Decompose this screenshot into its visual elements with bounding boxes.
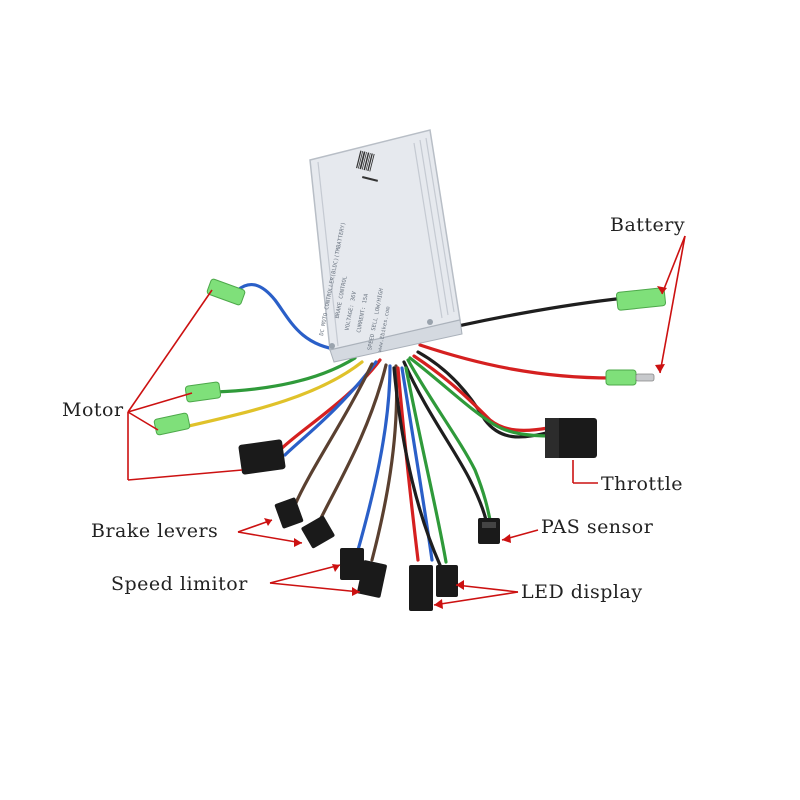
label-speed-limitor: Speed limitor <box>111 573 248 595</box>
motor-connector-blue <box>206 278 246 306</box>
pas-black-wire <box>402 360 488 522</box>
led-display-connector-2 <box>436 565 458 597</box>
pas-green-wire <box>406 358 492 522</box>
throttle-connector <box>545 418 597 458</box>
label-pas-sensor: PAS sensor <box>541 516 654 538</box>
motor-yellow-wire <box>178 360 364 430</box>
battery-connector-black <box>615 287 667 311</box>
annotation-arrowheads <box>264 286 667 609</box>
speed-blue-wire <box>356 364 392 552</box>
speed-limitor-connector-1 <box>340 548 364 580</box>
pas-sensor-connector <box>478 518 500 544</box>
brake-lever-connector-2 <box>274 497 304 529</box>
battery-red-wire <box>418 343 614 380</box>
brake-lever-connector-3 <box>301 515 335 549</box>
motor-blue-wire <box>236 282 342 352</box>
battery-connector-red <box>605 369 655 386</box>
annotation-lines <box>127 235 686 606</box>
label-throttle: Throttle <box>601 473 684 495</box>
label-led-display: LED display <box>521 581 643 603</box>
led-black-wire <box>392 366 442 567</box>
speed-limitor-connector-2 <box>357 560 387 598</box>
led-display-connector-1 <box>409 565 433 611</box>
motor-connector-green <box>184 381 222 403</box>
brake-brown-wire <box>293 362 374 507</box>
motor-connector-yellow <box>153 412 191 436</box>
label-brake-levers: Brake levers <box>91 520 219 542</box>
motor-green-wire <box>213 356 357 394</box>
controller-box: DC MOTO CONTROLLER(BLDC)(TMBATTERY) BRAK… <box>309 129 463 363</box>
label-battery: Battery <box>610 214 686 236</box>
led-green-wire <box>404 366 448 564</box>
brake-lever-connector-1 <box>238 439 286 475</box>
wires <box>178 282 627 567</box>
throttle-green-wire <box>408 356 554 438</box>
led-red-wire <box>396 366 420 562</box>
brake2-brown-wire <box>318 363 388 522</box>
label-motor: Motor <box>62 399 124 421</box>
